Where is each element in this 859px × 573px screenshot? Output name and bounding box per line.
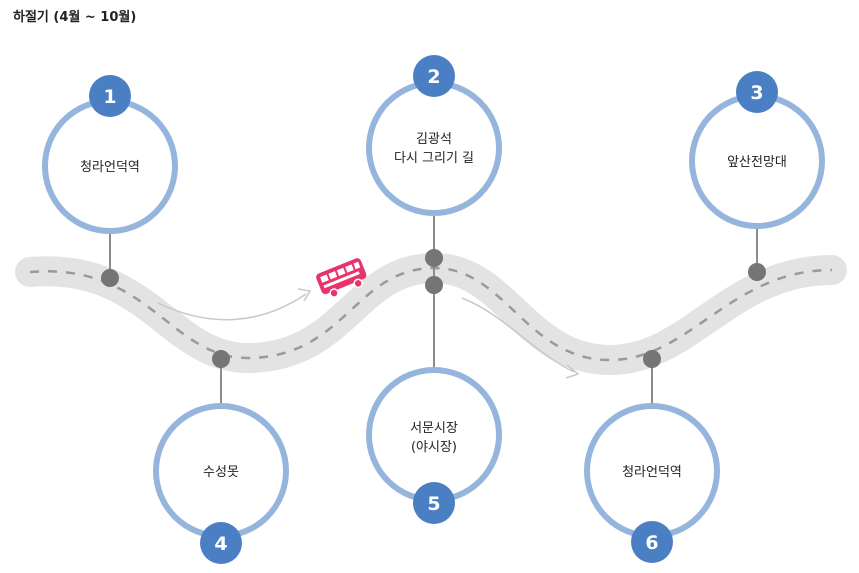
road-center-dashes xyxy=(29,266,833,362)
stop-name-line-2: (야시장) xyxy=(411,440,457,455)
stop-pin xyxy=(101,269,119,287)
stop-pin xyxy=(748,263,766,281)
stop-badge xyxy=(631,521,673,563)
stop-pin xyxy=(425,276,443,294)
stop-pin xyxy=(212,350,230,368)
stop-4: 수성못 4 xyxy=(153,350,289,564)
stop-badge xyxy=(413,482,455,524)
stop-3: 앞산전망대 3 xyxy=(689,71,825,281)
stop-number: 2 xyxy=(427,66,440,88)
stop-name-line-1: 김광석 xyxy=(416,132,452,147)
stop-name: 앞산전망대 xyxy=(727,155,787,170)
stop-1: 청라언덕역 1 xyxy=(42,75,178,287)
stop-badge xyxy=(89,75,131,117)
stop-number: 3 xyxy=(750,82,763,104)
stop-name: 청라언덕역 xyxy=(622,465,682,480)
bus-icon xyxy=(316,258,367,298)
stop-ring xyxy=(366,80,502,216)
stop-number: 5 xyxy=(427,493,440,515)
stop-pin xyxy=(425,249,443,267)
stop-5: 서문시장 (야시장) 5 xyxy=(366,276,502,524)
stop-badge xyxy=(736,71,778,113)
direction-arrow-1 xyxy=(157,288,312,321)
stop-2: 김광석 다시 그리기 길 2 xyxy=(366,55,502,285)
stop-6: 청라언덕역 6 xyxy=(584,350,720,563)
stop-badge xyxy=(200,522,242,564)
stop-number: 4 xyxy=(214,533,227,555)
stop-name-line-2: 다시 그리기 길 xyxy=(394,151,474,166)
stop-number: 6 xyxy=(645,532,658,554)
stop-badge xyxy=(413,55,455,97)
page-title: 하절기 (4월 ~ 10월) xyxy=(13,10,137,25)
stop-name-line-1: 서문시장 xyxy=(410,421,458,436)
stop-pin xyxy=(643,350,661,368)
stop-name: 수성못 xyxy=(203,465,239,480)
direction-arrow-2 xyxy=(461,297,580,379)
stop-number: 1 xyxy=(103,86,116,108)
stop-name: 청라언덕역 xyxy=(80,160,140,175)
